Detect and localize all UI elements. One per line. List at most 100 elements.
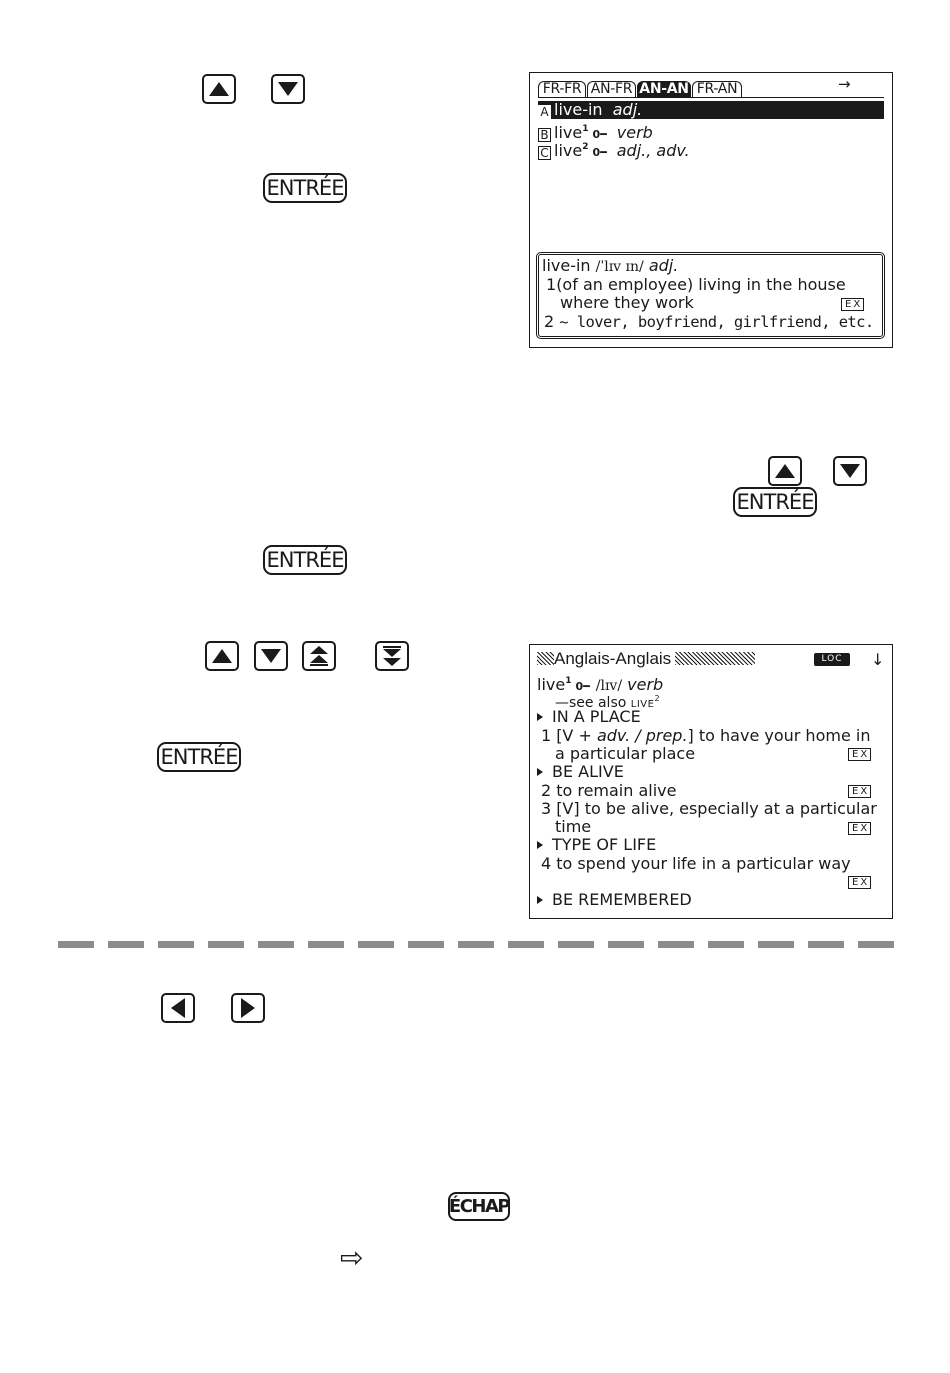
def-text: ] to have your home in xyxy=(687,726,871,745)
up-arrow-key xyxy=(205,641,239,671)
up-arrow-key xyxy=(768,456,802,486)
up-arrow-icon xyxy=(209,82,229,96)
preview-def1-line1: 1(of an employee) living in the house xyxy=(546,276,846,294)
up-arrow-icon xyxy=(775,464,795,478)
def-text: [V] to be alive, especially at a particu… xyxy=(556,799,877,818)
def-text: to spend your life in a particular way xyxy=(556,854,851,873)
definition-3-line2: time xyxy=(555,817,592,836)
result-letter: A xyxy=(538,105,551,119)
left-arrow-icon xyxy=(171,998,185,1018)
key-word-icon: 0━ xyxy=(592,146,607,159)
preview-headline: live-in /ˈlɪv ɪn/ adj. xyxy=(542,257,678,276)
screen-title: Anglais-Anglais xyxy=(554,649,672,668)
see-also-text: —see also xyxy=(555,695,631,711)
tab-fr-an[interactable]: FR-AN xyxy=(692,81,742,97)
loc-badge: LOC xyxy=(814,653,850,666)
example-icon[interactable]: EX xyxy=(848,748,872,761)
preview-pron: /ˈlɪv ɪn/ xyxy=(595,259,644,275)
definition-1-line2: a particular place xyxy=(555,744,696,763)
down-arrow-icon xyxy=(261,649,281,663)
result-letter: C xyxy=(538,146,551,160)
left-arrow-key xyxy=(161,993,195,1023)
title-hatch-left xyxy=(537,652,554,665)
preview-pos: adj. xyxy=(648,256,679,275)
def-text-italic: adv. / prep. xyxy=(596,726,688,745)
section-heading: IN A PLACE xyxy=(537,708,641,726)
def-text: (of an employee) living in the house xyxy=(556,275,846,294)
entree-key: ENTRÉE xyxy=(263,545,347,575)
entree-key: ENTRÉE xyxy=(157,742,241,772)
down-arrow-icon xyxy=(840,464,860,478)
section-heading: BE ALIVE xyxy=(537,763,624,781)
tab-fr-fr[interactable]: FR-FR xyxy=(538,81,586,97)
right-arrow-icon xyxy=(241,998,255,1018)
entry-sup: 1 xyxy=(565,676,572,686)
down-arrow-key xyxy=(271,74,305,104)
example-icon[interactable]: EX xyxy=(848,876,872,889)
entry-headword: live xyxy=(537,675,566,694)
section-bullet-icon xyxy=(537,841,543,849)
result-letter: B xyxy=(538,128,551,142)
section-title: IN A PLACE xyxy=(552,707,641,726)
section-bullet-icon xyxy=(537,713,543,721)
preview-def1-line2: where they work xyxy=(560,293,694,312)
down-arrow-icon xyxy=(278,82,298,96)
def-number: 1 xyxy=(546,275,557,294)
definition-1: 1[V + adv. / prep.] to have your home in xyxy=(541,727,870,745)
double-down-arrow-icon xyxy=(383,646,401,666)
page-down-key xyxy=(375,641,409,671)
def-number: 2 xyxy=(544,312,555,331)
entree-key: ENTRÉE xyxy=(263,173,347,203)
def-number: 3 xyxy=(541,799,552,818)
hint-arrow-icon: ⇨ xyxy=(340,1241,364,1274)
example-icon[interactable]: EX xyxy=(848,822,872,835)
section-heading: BE REMEMBERED xyxy=(537,891,692,909)
def-text: ~ lover, boyfriend, girlfriend, etc. xyxy=(559,313,874,331)
entree-key: ENTRÉE xyxy=(733,487,817,517)
preview-def2: 2 ~ lover, boyfriend, girlfriend, etc. xyxy=(544,312,874,332)
echap-key: ÉCHAP xyxy=(448,1192,511,1221)
def-text: to remain alive xyxy=(556,781,677,800)
up-arrow-key xyxy=(202,74,236,104)
definition-3: 3[V] to be alive, especially at a partic… xyxy=(541,800,877,818)
see-also-word: LIVE xyxy=(630,699,655,710)
tab-an-fr[interactable]: AN-FR xyxy=(587,81,636,97)
example-icon[interactable]: EX xyxy=(848,785,872,798)
right-arrow-key xyxy=(231,993,265,1023)
section-bullet-icon xyxy=(537,896,543,904)
result-pos: verb xyxy=(616,123,653,142)
def-number: 1 xyxy=(541,726,552,745)
def-number: 4 xyxy=(541,854,552,873)
section-title: BE ALIVE xyxy=(552,762,624,781)
result-pos: adj., adv. xyxy=(616,141,690,160)
tab-divider xyxy=(538,97,884,98)
title-hatch-right xyxy=(675,652,756,665)
down-arrow-key xyxy=(833,456,867,486)
preview-headword: live-in xyxy=(542,256,591,275)
section-heading: TYPE OF LIFE xyxy=(537,836,656,854)
see-also-line: —see also LIVE2 xyxy=(555,690,660,714)
def-text: [V + xyxy=(556,726,597,745)
result-word: live-in xyxy=(554,100,603,119)
scroll-down-indicator: ↓ xyxy=(871,650,885,669)
see-also-sup: 2 xyxy=(654,694,660,703)
tab-an-an[interactable]: AN-AN xyxy=(637,81,691,97)
result-word: live xyxy=(554,123,583,142)
double-up-arrow-icon xyxy=(310,646,328,666)
section-bullet-icon xyxy=(537,768,543,776)
section-title: BE REMEMBERED xyxy=(552,890,692,909)
right-arrow-indicator: → xyxy=(838,75,851,93)
preview-box: live-in /ˈlɪv ɪn/ adj. 1(of an employee)… xyxy=(536,252,885,339)
up-arrow-icon xyxy=(212,649,232,663)
example-icon[interactable]: EX xyxy=(841,298,865,311)
entry-pos: verb xyxy=(627,675,664,694)
page-up-key xyxy=(302,641,336,671)
